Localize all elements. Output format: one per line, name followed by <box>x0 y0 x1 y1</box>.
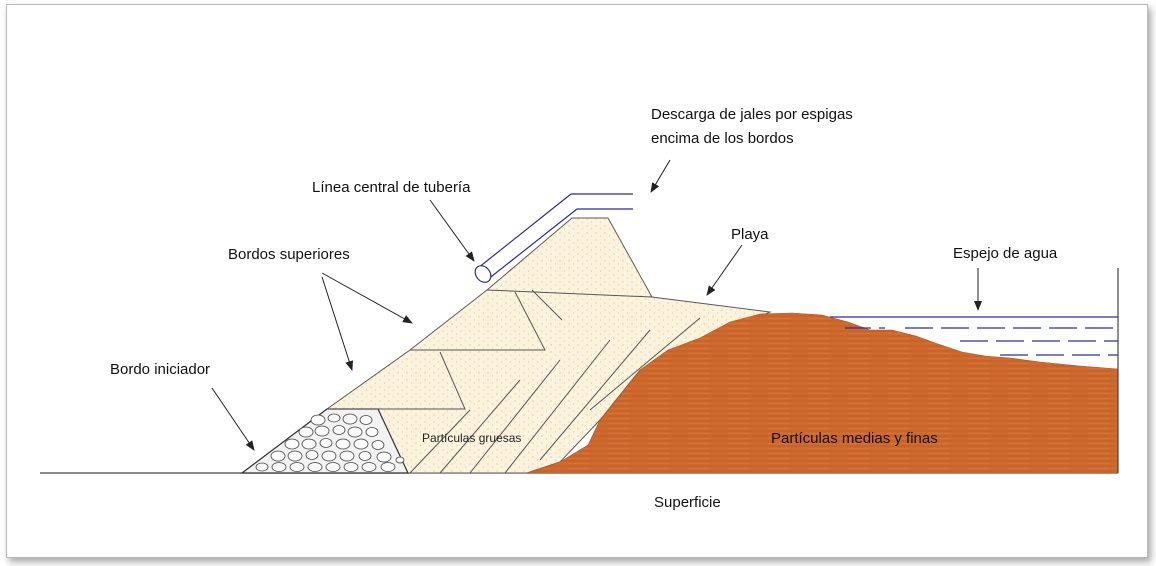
label-bordos-superiores: Bordos superiores <box>228 246 350 263</box>
label-descarga-line1: Descarga de jales por espigas <box>651 106 853 123</box>
label-superficie: Superficie <box>654 494 721 511</box>
label-linea-central: Línea central de tubería <box>312 179 471 196</box>
upper-dikes-outlines <box>327 289 701 474</box>
label-particulas-gruesas: Partículas gruesas <box>422 431 521 445</box>
label-particulas-medias: Partículas medias y finas <box>771 430 938 447</box>
leader-arrow-icon <box>211 159 982 451</box>
water-surface <box>830 316 1118 356</box>
label-descarga-line2: encima de los bordos <box>651 130 794 147</box>
label-espejo-agua: Espejo de agua <box>953 245 1058 262</box>
label-playa: Playa <box>731 226 769 243</box>
label-bordo-iniciador: Bordo iniciador <box>110 361 210 378</box>
fine-particles-zone <box>526 312 1119 474</box>
pipe-cross-section-icon <box>474 193 633 283</box>
rockfill-pattern-icon <box>240 408 409 474</box>
